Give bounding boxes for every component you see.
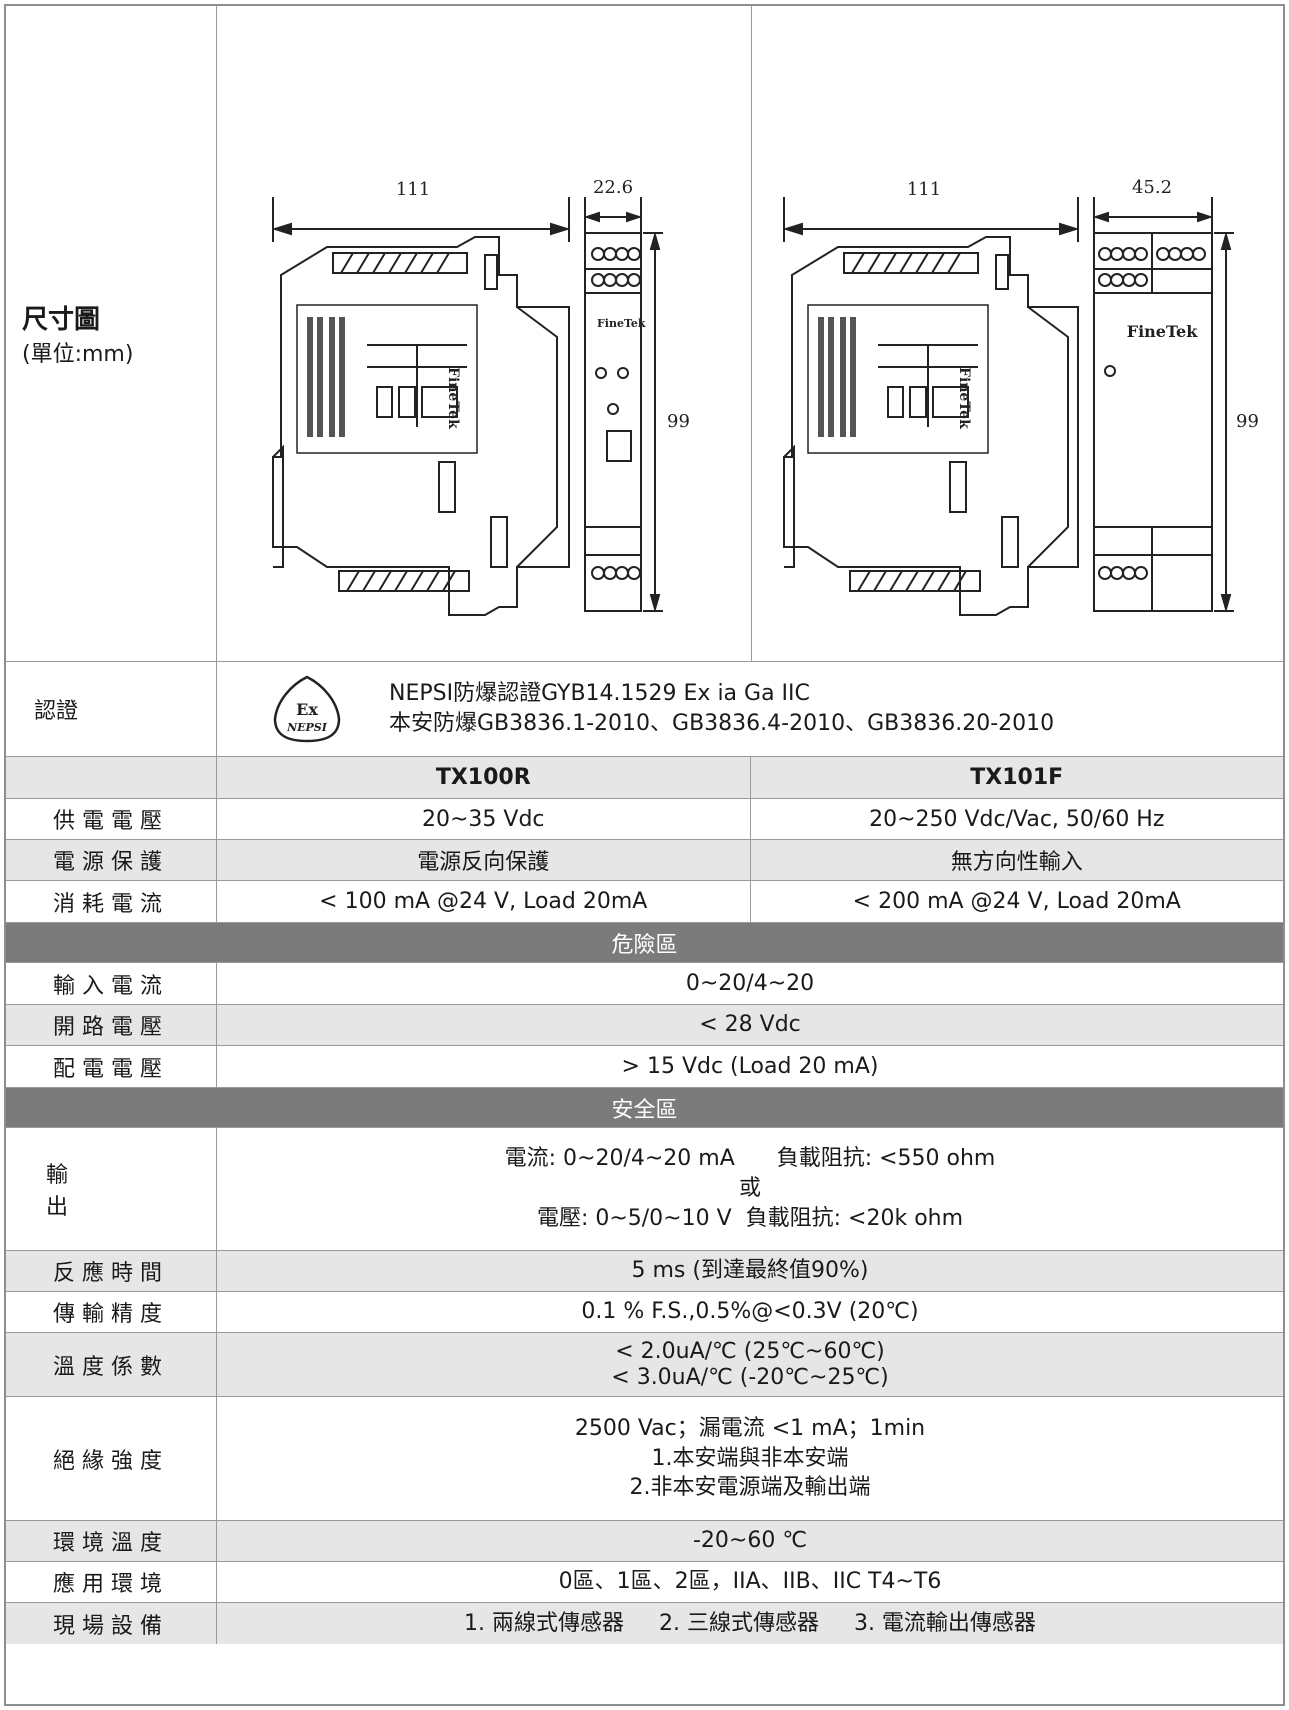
safe-section-header: 安全區 xyxy=(6,1088,1283,1128)
supply-voltage-row: 供電電壓 20~35 Vdc 20~250 Vdc/Vac, 50/60 Hz xyxy=(6,799,1283,840)
output-line-3: 電壓: 0~5/0~10 V 負載阻抗: <20k ohm xyxy=(536,1205,964,1231)
tx100r-depth-label: 22.6 xyxy=(593,177,633,198)
nepsi-logo-text: NEPSI xyxy=(286,721,328,734)
supply-voltage-tx101f: 20~250 Vdc/Vac, 50/60 Hz xyxy=(749,799,1284,839)
tempco-value: < 2.0uA/℃ (25℃~60℃) < 3.0uA/℃ (-20℃~25℃) xyxy=(217,1333,1283,1396)
insulation-row: 絕緣強度 2500 Vac；漏電流 <1 mA；1min 1.本安端與非本安端 … xyxy=(6,1397,1283,1521)
tx100r-drawing-cell: FineTek 111 xyxy=(217,6,751,661)
power-protection-row: 電源保護 電源反向保護 無方向性輸入 xyxy=(6,840,1283,881)
response-value: 5 ms (到達最終值90%) xyxy=(631,1258,869,1284)
cert-text: NEPSI防爆認證GYB14.1529 Ex ia Ga IIC 本安防爆GB3… xyxy=(389,679,1054,738)
consumption-row: 消耗電流 < 100 mA @24 V, Load 20mA < 200 mA … xyxy=(6,881,1283,923)
field-devices-value: 1. 兩線式傳感器 2. 三線式傳感器 3. 電流輸出傳感器 xyxy=(464,1610,1036,1636)
model-header-row: TX100R TX101F xyxy=(6,757,1283,799)
tx101f-drawing-cell: FineTek 111 xyxy=(751,6,1286,661)
supply-voltage-label: 供電電壓 xyxy=(6,799,217,839)
cert-line-2: 本安防爆GB3836.1-2010、GB3836.4-2010、GB3836.2… xyxy=(389,711,1055,736)
tx100r-front-brand: FineTek xyxy=(597,317,646,330)
output-row: 輸 出 電流: 0~20/4~20 mA 負載阻抗: <550 ohm 或 電壓… xyxy=(6,1128,1283,1251)
model-tx101f: TX101F xyxy=(749,757,1284,798)
field-devices-row: 現場設備 1. 兩線式傳感器 2. 三線式傳感器 3. 電流輸出傳感器 xyxy=(6,1603,1283,1644)
insulation-value: 2500 Vac；漏電流 <1 mA；1min 1.本安端與非本安端 2.非本安… xyxy=(217,1397,1283,1520)
tx100r-height-label: 99 xyxy=(667,411,690,432)
consumption-tx100r: < 100 mA @24 V, Load 20mA xyxy=(319,889,648,914)
tempco-row: 溫度係數 < 2.0uA/℃ (25℃~60℃) < 3.0uA/℃ (-20℃… xyxy=(6,1333,1283,1397)
model-tx100r: TX100R xyxy=(435,765,531,790)
input-current-value: 0~20/4~20 xyxy=(685,970,815,996)
tx100r-side-brand: FineTek xyxy=(445,367,461,429)
cert-row: 認證 Ex NEPSI NEPSI防爆認證GYB14.1529 Ex ia Ga… xyxy=(6,662,1283,757)
field-devices-label: 現場設備 xyxy=(6,1603,217,1644)
application-label: 應用環境 xyxy=(6,1562,217,1602)
power-protection-tx101f: 無方向性輸入 xyxy=(749,840,1284,880)
tx101f-front-brand: FineTek xyxy=(1127,322,1199,341)
power-protection-tx100r: 電源反向保護 xyxy=(417,850,550,875)
open-voltage-row: 開路電壓 < 28 Vdc xyxy=(6,1005,1283,1046)
tx100r-width-label: 111 xyxy=(396,179,430,200)
accuracy-label: 傳輸精度 xyxy=(6,1292,217,1332)
tx100r-dimension-drawing: FineTek 111 xyxy=(271,177,690,616)
output-line-2: 或 xyxy=(738,1176,761,1202)
response-label: 反應時間 xyxy=(6,1251,217,1291)
hazard-section-header: 危險區 xyxy=(6,923,1283,963)
output-value: 電流: 0~20/4~20 mA 負載阻抗: <550 ohm 或 電壓: 0~… xyxy=(217,1128,1283,1250)
power-protection-label: 電源保護 xyxy=(6,840,217,880)
dimension-row: 尺寸圖 (單位:mm) xyxy=(6,6,1283,662)
accuracy-value: 0.1 % F.S.,0.5%@<0.3V (20℃) xyxy=(581,1299,919,1325)
spec-table: 尺寸圖 (單位:mm) xyxy=(4,4,1285,1706)
tx101f-side-brand: FineTek xyxy=(956,367,972,429)
open-voltage-label: 開路電壓 xyxy=(6,1005,217,1045)
ambient-label: 環境溫度 xyxy=(6,1521,217,1561)
open-voltage-value: < 28 Vdc xyxy=(699,1012,801,1038)
dimension-title: 尺寸圖 xyxy=(22,305,101,335)
input-current-row: 輸入電流 0~20/4~20 xyxy=(6,963,1283,1005)
cert-line-1: NEPSI防爆認證GYB14.1529 Ex ia Ga IIC xyxy=(389,681,810,707)
tx101f-width-label: 111 xyxy=(907,179,941,200)
tx101f-height-label: 99 xyxy=(1236,411,1259,432)
response-row: 反應時間 5 ms (到達最終值90%) xyxy=(6,1251,1283,1292)
output-line-1: 電流: 0~20/4~20 mA 負載阻抗: <550 ohm xyxy=(504,1146,996,1172)
insulation-line-3: 2.非本安電源端及輸出端 xyxy=(629,1475,871,1501)
tempco-label: 溫度係數 xyxy=(6,1333,217,1396)
supply-voltage-tx100r: 20~35 Vdc xyxy=(421,806,545,832)
tx101f-depth-label: 45.2 xyxy=(1132,177,1172,198)
insulation-line-1: 2500 Vac；漏電流 <1 mA；1min xyxy=(574,1415,926,1441)
tx101f-dimension-drawing: FineTek 111 xyxy=(782,177,1259,616)
ambient-row: 環境溫度 -20~60 ℃ xyxy=(6,1521,1283,1562)
cert-label: 認證 xyxy=(6,662,217,756)
output-label: 輸 出 xyxy=(6,1128,217,1250)
ambient-value: -20~60 ℃ xyxy=(692,1528,808,1554)
tempco-line-2: < 3.0uA/℃ (-20℃~25℃) xyxy=(611,1364,889,1390)
model-header-blank xyxy=(6,757,217,798)
dimension-label-cell: 尺寸圖 (單位:mm) xyxy=(6,6,217,661)
cert-value-cell: Ex NEPSI NEPSI防爆認證GYB14.1529 Ex ia Ga II… xyxy=(217,662,1283,756)
distribution-voltage-value: > 15 Vdc (Load 20 mA) xyxy=(621,1053,879,1079)
tempco-line-1: < 2.0uA/℃ (25℃~60℃) xyxy=(615,1339,885,1365)
insulation-line-2: 1.本安端與非本安端 xyxy=(651,1445,849,1471)
distribution-voltage-row: 配電電壓 > 15 Vdc (Load 20 mA) xyxy=(6,1046,1283,1088)
nepsi-logo: Ex NEPSI xyxy=(273,675,341,743)
accuracy-row: 傳輸精度 0.1 % F.S.,0.5%@<0.3V (20℃) xyxy=(6,1292,1283,1333)
application-row: 應用環境 0區、1區、2區，IIA、IIB、IIC T4~T6 xyxy=(6,1562,1283,1603)
distribution-voltage-label: 配電電壓 xyxy=(6,1046,217,1087)
application-value: 0區、1區、2區，IIA、IIB、IIC T4~T6 xyxy=(558,1569,942,1595)
insulation-label: 絕緣強度 xyxy=(6,1397,217,1520)
consumption-label: 消耗電流 xyxy=(6,881,217,922)
consumption-tx101f: < 200 mA @24 V, Load 20mA xyxy=(749,881,1284,922)
nepsi-logo-ex: Ex xyxy=(296,700,318,719)
dimension-unit: (單位:mm) xyxy=(22,342,134,367)
input-current-label: 輸入電流 xyxy=(6,963,217,1004)
